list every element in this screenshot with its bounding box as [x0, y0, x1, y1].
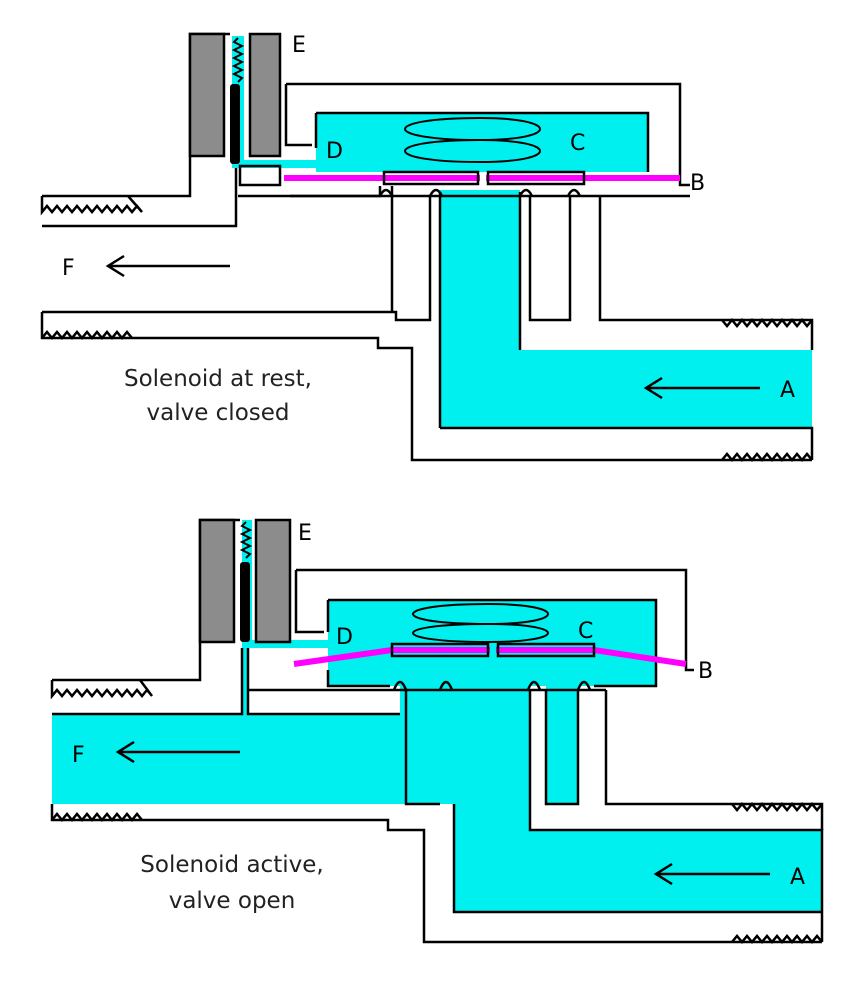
seat-nubs — [378, 188, 582, 197]
chamber-spring — [404, 117, 541, 164]
label-F: F — [62, 256, 75, 281]
label-E: E — [292, 33, 306, 58]
solenoid-coil-right — [248, 32, 282, 158]
label-D: D — [326, 139, 343, 164]
cap-top — [286, 82, 690, 187]
seat-nubs — [392, 680, 592, 691]
label-A: A — [790, 865, 805, 890]
caption-line-2: valve open — [169, 888, 296, 914]
panel-valve-closed: E D C B F A Solenoid at rest, valve clos… — [40, 32, 814, 462]
lower-left-body — [238, 186, 394, 312]
outlet-top-wall — [52, 648, 400, 716]
outlet-mid-wall — [42, 196, 432, 322]
chamber-water — [328, 600, 656, 686]
inlet-tube — [452, 690, 824, 942]
outlet-thread-top — [50, 679, 153, 700]
chamber-outline — [314, 111, 650, 172]
inlet-thread-top — [721, 318, 813, 328]
diaphragm-outline — [382, 170, 586, 186]
plunger — [230, 84, 240, 164]
chamber-outline — [326, 598, 658, 688]
outlet-water — [52, 680, 440, 804]
panel-valve-open: E D C B F A Solenoid active, valve open — [50, 518, 824, 944]
label-F: F — [72, 743, 85, 768]
inlet-top-wall — [528, 196, 572, 322]
plunger-spring — [239, 521, 253, 559]
inlet-water — [440, 676, 822, 912]
caption-line-2: valve closed — [146, 400, 289, 426]
cap-top — [296, 568, 694, 672]
label-A: A — [780, 378, 795, 403]
solenoid-coil-left — [188, 32, 226, 158]
label-D: D — [336, 625, 353, 650]
chamber-spring — [412, 603, 549, 644]
inlet-thread-bottom — [721, 452, 813, 462]
plunger — [240, 562, 250, 642]
outlet-flow-arrow — [115, 740, 240, 764]
inlet-tube-left — [438, 192, 522, 428]
solenoid-coil-right — [254, 518, 292, 644]
caption-line-1: Solenoid active, — [140, 852, 323, 878]
outlet-mid-wall — [404, 690, 440, 806]
outlet-top-wall — [42, 168, 238, 228]
outlet-thread-bottom — [41, 330, 133, 340]
plunger-spring — [231, 37, 245, 83]
body-right-wall — [604, 690, 824, 830]
inlet-thread-top — [731, 802, 823, 812]
cap-inner — [294, 570, 324, 634]
inlet-pocket — [544, 690, 580, 806]
inlet-flow-arrow — [643, 376, 760, 400]
label-C: C — [570, 131, 585, 156]
valve-gap-water — [546, 676, 578, 804]
cap-inner — [284, 84, 312, 147]
outlet-thread-bottom — [51, 812, 143, 822]
diaphragm-outline — [390, 642, 596, 658]
inlet-water — [440, 190, 812, 428]
pilot-channel-water — [232, 36, 316, 168]
label-E: E — [298, 521, 312, 546]
pilot-block — [238, 164, 282, 187]
label-C: C — [578, 619, 593, 644]
inlet-bottom-wall — [440, 426, 814, 460]
outlet-flow-arrow — [105, 254, 230, 278]
body-right-wall — [598, 196, 814, 350]
inlet-thread-bottom — [731, 934, 823, 944]
label-B: B — [698, 659, 713, 684]
caption-line-1: Solenoid at rest, — [124, 366, 312, 392]
label-B: B — [690, 171, 705, 196]
chamber-water — [316, 113, 648, 172]
outlet-thread-top — [40, 195, 143, 216]
inlet-flow-arrow — [653, 862, 770, 886]
solenoid-coil-left — [198, 518, 236, 644]
pilot-channel-water — [242, 520, 328, 714]
